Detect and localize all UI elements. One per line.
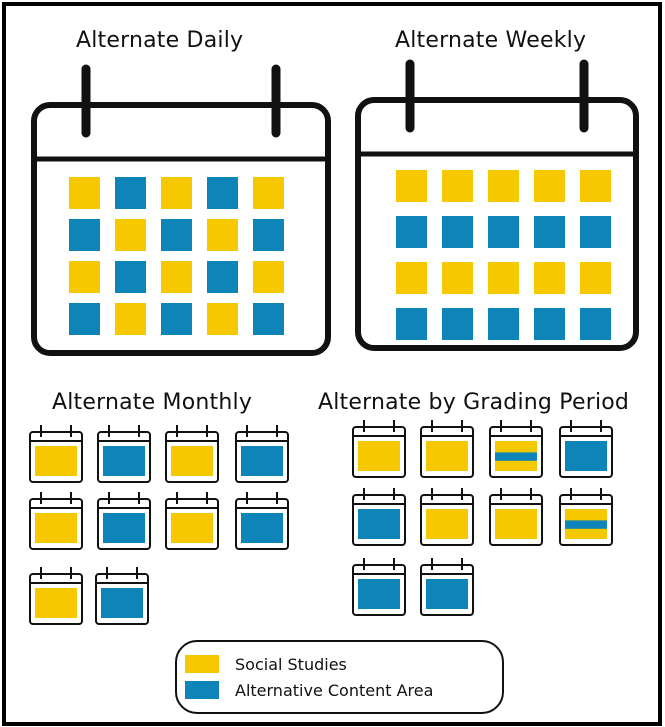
monthly-fill-social-studies [35,513,77,543]
social-studies-swatch [185,655,219,673]
monthly-fill-social-studies [35,588,77,618]
monthly-fill-social-studies [35,446,77,476]
daily-day-alternative [69,219,100,251]
weekly-day-alternative [534,308,565,340]
monthly-fill-alternative [241,446,283,476]
grading-fill-alternative [358,509,400,539]
weekly-day-social-studies [488,262,519,294]
monthly-fill-alternative [103,513,145,543]
weekly-day-social-studies [534,262,565,294]
daily-day-social-studies [69,261,100,293]
daily-day-social-studies [253,177,284,209]
weekly-day-alternative [396,216,427,248]
daily-day-alternative [207,177,238,209]
weekly-day-alternative [534,216,565,248]
daily-day-alternative [253,303,284,335]
weekly-day-alternative [442,216,473,248]
grading-fill-alternative [495,452,537,461]
daily-day-alternative [207,261,238,293]
grading-fill-social-studies [358,441,400,471]
daily-day-social-studies [253,261,284,293]
daily-day-alternative [161,219,192,251]
grading-fill-social-studies [495,509,537,539]
legend-item-social-studies: Social Studies [185,653,347,675]
weekly-day-social-studies [442,262,473,294]
grading-fill-alternative [426,579,468,609]
legend-item-alternative: Alternative Content Area [185,679,433,701]
weekly-day-alternative [488,216,519,248]
daily-day-alternative [253,219,284,251]
weekly-day-social-studies [488,170,519,202]
weekly-day-social-studies [396,170,427,202]
daily-day-social-studies [115,303,146,335]
weekly-day-social-studies [534,170,565,202]
monthly-fill-social-studies [171,446,213,476]
daily-day-social-studies [207,303,238,335]
daily-day-social-studies [161,177,192,209]
weekly-day-alternative [488,308,519,340]
daily-day-alternative [69,303,100,335]
alternative-content-swatch [185,681,219,699]
daily-title: Alternate Daily [76,28,244,53]
daily-day-alternative [161,303,192,335]
legend-label-alternative: Alternative Content Area [235,680,434,700]
weekly-day-alternative [580,308,611,340]
weekly-day-social-studies [442,170,473,202]
daily-day-alternative [115,261,146,293]
weekly-day-social-studies [580,170,611,202]
weekly-title: Alternate Weekly [395,28,587,53]
monthly-title: Alternate Monthly [52,390,253,415]
legend: Social Studies Alternative Content Area [175,640,504,714]
weekly-day-alternative [442,308,473,340]
monthly-fill-alternative [241,513,283,543]
monthly-fill-social-studies [171,513,213,543]
grading-fill-alternative [358,579,400,609]
grading-fill-social-studies [426,441,468,471]
legend-label-social-studies: Social Studies [235,654,347,674]
daily-day-social-studies [69,177,100,209]
daily-day-alternative [115,177,146,209]
weekly-day-alternative [396,308,427,340]
grading-fill-social-studies [426,509,468,539]
weekly-day-alternative [580,216,611,248]
weekly-day-social-studies [396,262,427,294]
daily-day-social-studies [207,219,238,251]
grading-fill-alternative [565,441,607,471]
daily-day-social-studies [161,261,192,293]
grading-title: Alternate by Grading Period [318,390,630,415]
weekly-day-social-studies [580,262,611,294]
monthly-fill-alternative [103,446,145,476]
grading-fill-alternative [565,520,607,529]
monthly-fill-alternative [101,588,143,618]
daily-day-social-studies [115,219,146,251]
